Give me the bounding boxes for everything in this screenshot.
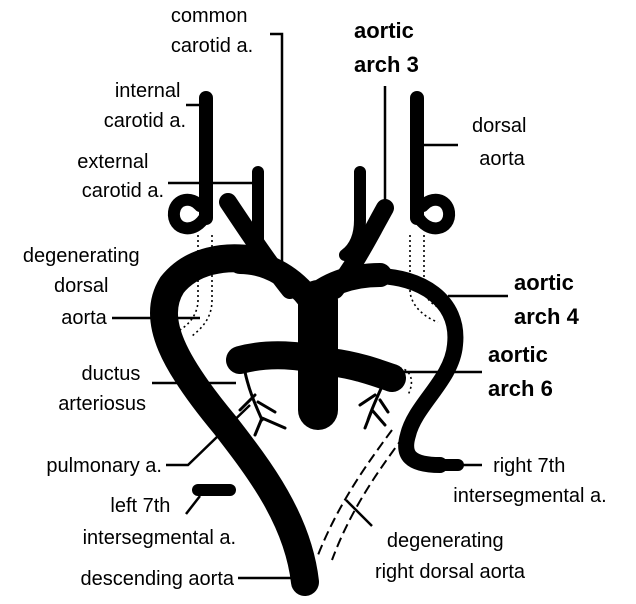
pulmonary-label: pulmonary a. bbox=[46, 455, 162, 477]
common-carotid-label: common carotid a. bbox=[171, 5, 253, 57]
ductus-arteriosus-label: ductus arteriosus bbox=[58, 363, 146, 415]
degenerating-right-dorsal-aorta-label: degenerating right dorsal aorta bbox=[375, 530, 526, 583]
aortic-arch-6-label: aortic arch 6 bbox=[488, 342, 554, 401]
right-external-carotid-vessel bbox=[345, 172, 360, 255]
internal-carotid-label: internal carotid a. bbox=[104, 80, 186, 132]
aortic-arch-4-label: aortic arch 4 bbox=[514, 270, 580, 329]
degenerating-dorsal-aorta-label: degenerating dorsal aorta bbox=[23, 245, 145, 329]
left-carotid-loop-vessel bbox=[174, 200, 206, 229]
left-pulmonary-vessel bbox=[240, 372, 285, 435]
left-7th-intersegmental-leader bbox=[186, 496, 200, 514]
common-carotid-leader bbox=[270, 34, 282, 268]
external-carotid-label: external carotid a. bbox=[77, 151, 164, 202]
left-7th-intersegmental-label: left 7th intersegmental a. bbox=[83, 495, 236, 549]
vessel-drawing bbox=[164, 98, 458, 582]
dorsal-aorta-label: dorsal aorta bbox=[472, 115, 532, 170]
right-7th-intersegmental-label: right 7th intersegmental a. bbox=[453, 455, 606, 507]
aortic-arch-3-label: aortic arch 3 bbox=[354, 18, 420, 77]
descending-aorta-label: descending aorta bbox=[81, 568, 235, 590]
right-carotid-loop-vessel bbox=[417, 200, 449, 229]
